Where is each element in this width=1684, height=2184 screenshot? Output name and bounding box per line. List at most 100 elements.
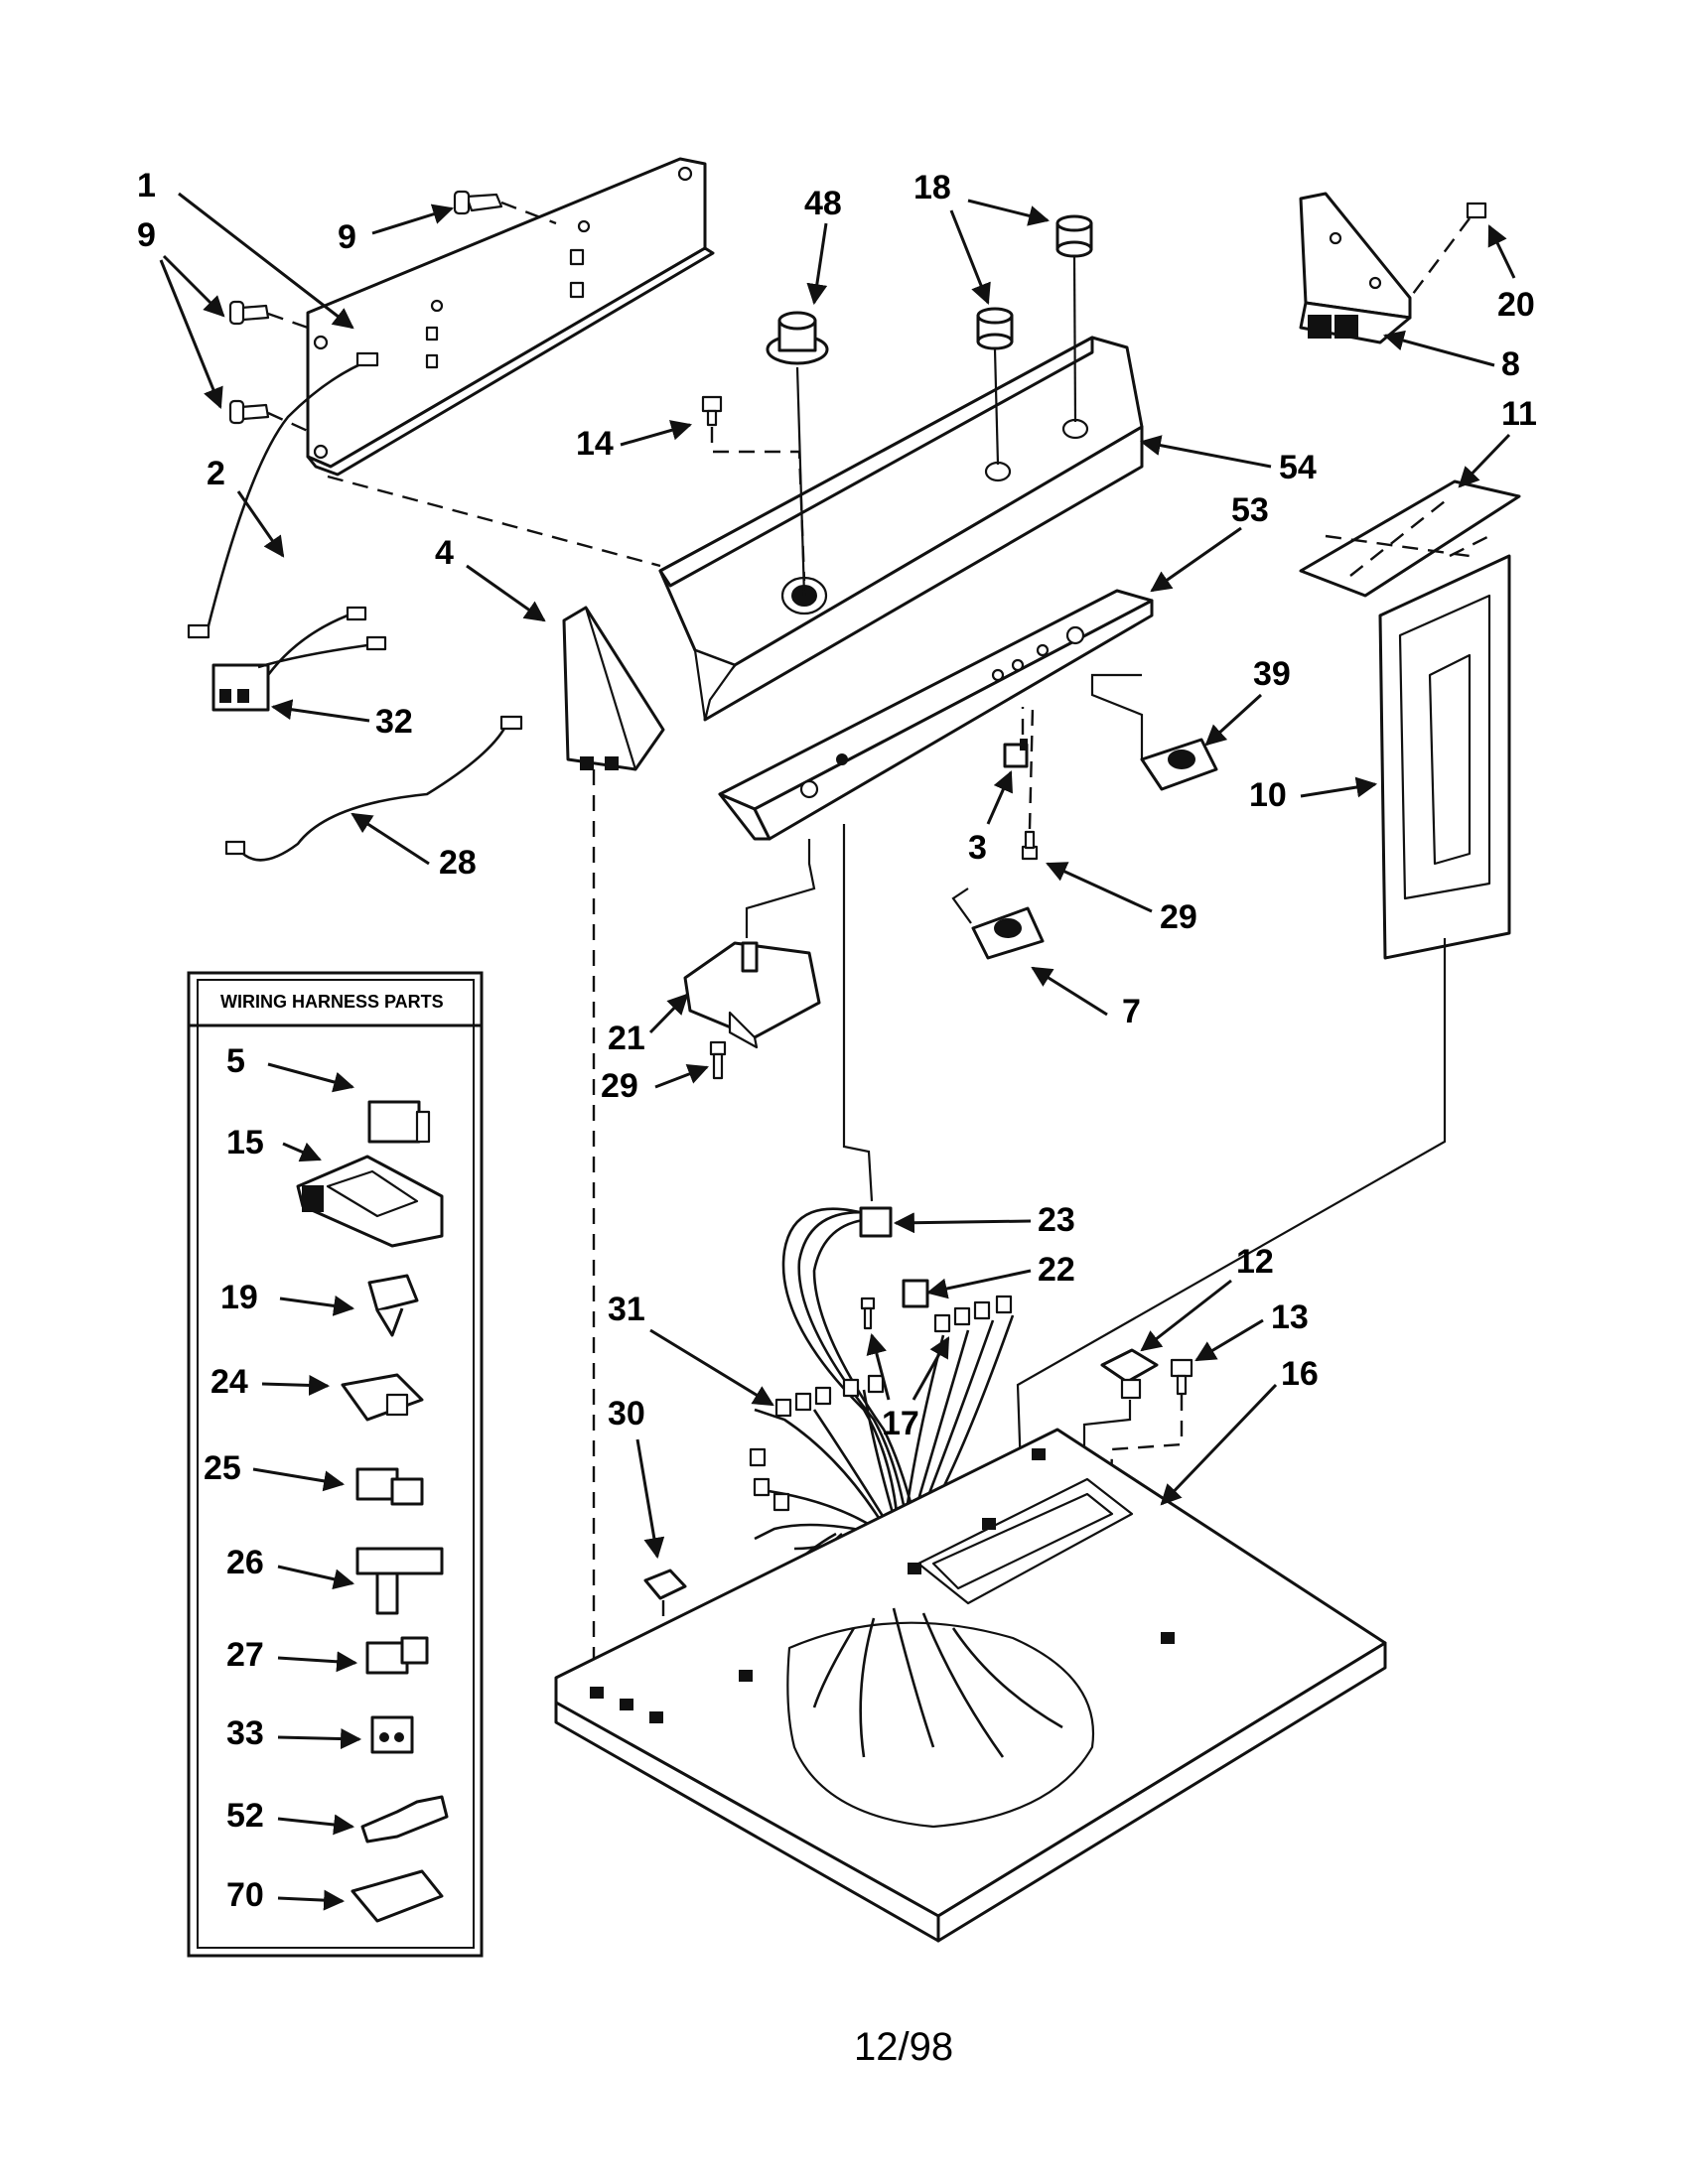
legend-item-label: 19 [220,1279,258,1316]
wire-harness-part [211,606,387,712]
timer-part [683,839,821,1049]
leader-arrow [1160,1383,1278,1506]
callouts: 1 9 9 2 32 28 4 48 18 14 54 53 20 8 11 3 [137,167,1537,1560]
callout-label: 20 [1497,286,1535,324]
assembly-line [842,824,874,1202]
end-cap-part [562,606,665,771]
callout-label: 29 [1160,898,1197,936]
console-end-panel-part [1378,534,1511,960]
leader-arrow [1204,693,1263,747]
control-knob-part [976,307,1014,466]
leader-arrow [267,1062,355,1093]
callout-label: 10 [1249,776,1287,814]
callout-label: 23 [1038,1201,1075,1239]
leader-arrow [648,993,689,1034]
leader-arrow [925,1269,1032,1299]
leader-arrow [236,490,285,558]
legend-item-label: 70 [226,1876,264,1914]
leader-arrow [649,1328,774,1407]
end-cap-part [1299,192,1412,344]
leader-arrow [893,1212,1032,1234]
legend-item-label: 33 [226,1714,264,1752]
leader-arrow [1046,862,1153,913]
leader-arrow [252,1467,346,1492]
leader-arrow [466,564,546,622]
leader-arrow [162,254,225,318]
connector-icon [355,1467,424,1506]
leader-arrow [261,1374,331,1396]
leader-arrow [912,1336,950,1401]
leader-arrow [949,209,991,305]
leader-arrow [178,192,354,330]
console-rail-part [718,589,1154,841]
leader-arrow [159,259,223,409]
leader-arrow [620,420,693,447]
leader-arrow [1150,526,1242,593]
callout-label: 29 [601,1067,638,1105]
screw-part [709,1040,727,1080]
leader-arrow [1382,330,1495,367]
screw-part [453,190,557,225]
leader-arrow [282,1142,322,1162]
callout-label: 54 [1279,449,1317,486]
callout-label: 22 [1038,1251,1075,1289]
switch-part [951,887,1045,960]
control-bracket-part [306,157,715,477]
legend-item-label: 25 [204,1449,241,1487]
screw-part [1409,202,1487,299]
leader-arrow [1031,966,1108,1017]
wiring-harness-legend: WIRING HARNESS PARTS [187,971,484,1958]
callout-label: 53 [1231,491,1269,529]
callout-label: 9 [338,218,356,256]
connector-icon [341,1373,424,1422]
leader-arrow [270,699,370,723]
control-knob-part [1055,214,1093,423]
leader-arrow [635,1438,665,1560]
callout-label: 32 [375,703,413,741]
legend-item-label: 26 [226,1544,264,1581]
connector-icon [351,1869,444,1923]
leader-arrow [371,204,455,235]
base-top-part [554,1428,1387,1943]
callout-label: 28 [439,844,477,882]
legend-item-label: 5 [226,1042,245,1080]
legend-title: WIRING HARNESS PARTS [220,992,444,1012]
callout-label: 1 [137,167,156,205]
callout-label: 31 [608,1291,645,1328]
screw-part [860,1297,876,1330]
screw-part [228,300,309,330]
legend-item-label: 24 [210,1363,248,1401]
leader-arrow [1300,776,1378,798]
leader-arrow [1139,435,1272,469]
assembly-line [1016,938,1447,1530]
leader-arrow [351,812,430,866]
connector-icon [367,1100,431,1144]
connector-icon [296,1155,444,1248]
callout-label: 12 [1236,1243,1274,1281]
leader-arrow [277,1889,346,1911]
callout-label: 9 [137,216,156,254]
leader-arrow [866,1332,891,1401]
callout-label: 21 [608,1020,645,1057]
switch-part [1090,673,1218,791]
callout-label: 39 [1253,655,1291,693]
legend-item-label: 52 [226,1797,264,1835]
leader-arrow [986,770,1013,825]
leader-arrow [1487,224,1516,279]
date-code: 12/98 [854,2025,953,2069]
leader-arrow [1194,1318,1264,1362]
legend-item-label: 27 [226,1636,264,1674]
switch-part [1003,707,1029,768]
connector-icon [365,1636,429,1675]
legend-item-label: 15 [226,1124,264,1161]
console-trim-part [1299,479,1521,598]
connector-icon [370,1715,414,1754]
leader-arrow [279,1296,355,1316]
callout-label: 18 [913,169,951,206]
wire-harness-part [224,715,523,862]
callout-label: 30 [608,1395,645,1433]
console-panel-part [658,336,1144,722]
leader-arrow [1140,1279,1232,1352]
screw-part [701,395,806,582]
clip-icon [367,1274,419,1337]
